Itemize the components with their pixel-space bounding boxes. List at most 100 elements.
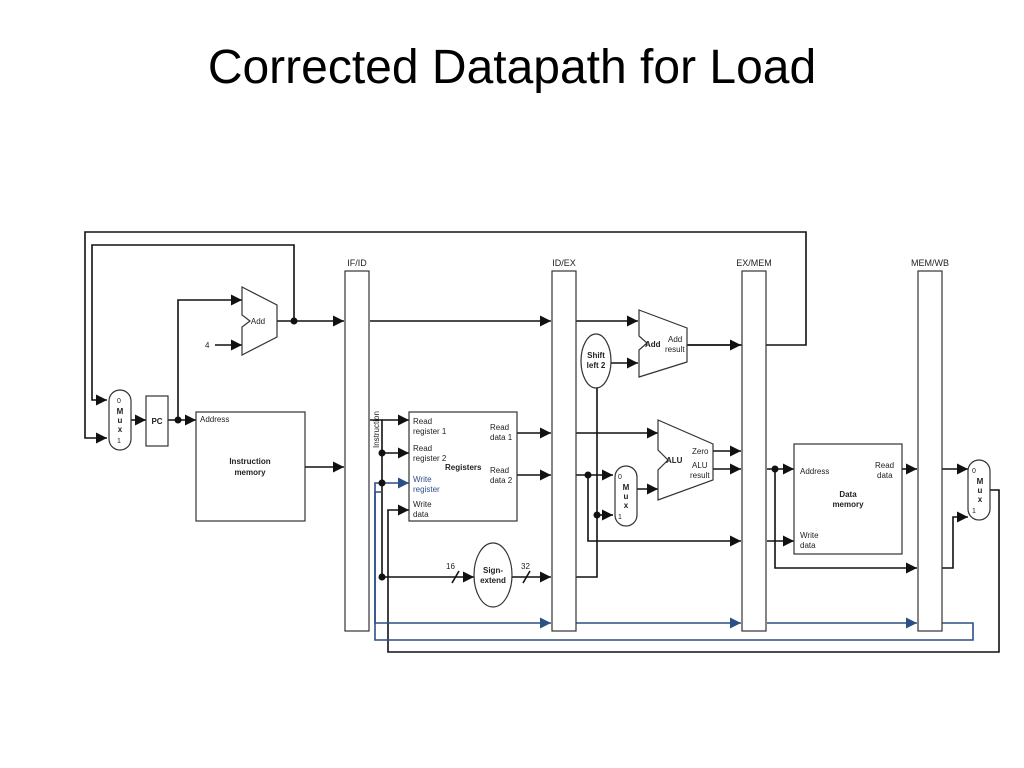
slide-title: Corrected Datapath for Load [207,41,817,94]
data-memory-write-data-label: data [800,541,816,550]
instruction-memory-address-label: Address [200,415,229,424]
data-memory-address-label: Address [800,467,829,476]
junction-dot [378,479,386,487]
mux-input-0-label: 0 [117,398,121,405]
junction-dot [378,573,386,581]
alu-result-label: result [690,471,710,480]
instruction-memory-title: Instruction [229,457,270,466]
pipeline-register-label: MEM/WB [911,258,949,268]
alu-label: ALU [666,456,683,465]
junction-dot [174,416,182,424]
shift-left-shape [580,333,612,389]
write-data-label: Write [413,500,432,509]
write-register-label: register [413,485,440,494]
junction-dot [593,511,601,519]
read-register-2-label: register 2 [413,454,447,463]
instruction-memory: Address Instruction memory [195,411,306,522]
write-data-label: data [413,510,429,519]
program-counter: PC [145,395,169,447]
instruction-bus-label: Instruction [372,411,381,448]
if-adder-shape [241,286,278,356]
output-width-label: 32 [521,562,530,571]
sign-extend-shape [473,542,513,608]
pc-box [145,395,169,447]
pipeline-register-ifid [344,270,370,632]
input-width-label: 16 [446,562,455,571]
pipeline-register-idex [551,270,577,632]
pipeline-registers: IF/ID ID/EX EX/MEM MEM/WB [344,258,949,632]
pc-label: PC [151,417,162,426]
pipeline-register-exmem [741,270,767,632]
mux-letter: u [118,416,123,425]
data-memory-title: memory [832,500,864,509]
read-data-1-label: Read [490,423,509,432]
junction-dot [584,471,592,479]
wire-branch-target-feedback [84,231,807,444]
mux-letter: x [624,501,629,510]
junction-dot [378,449,386,457]
instruction-memory-title: memory [234,468,266,477]
wire-writeback-data [387,489,1000,653]
data-memory-box [793,443,903,555]
pc-mux: 0 M u x 1 [108,389,132,451]
mux-letter: u [624,492,629,501]
pc-mux-shape [108,389,132,451]
read-data-2-label: data 2 [490,476,513,485]
shift-left-label: left 2 [587,361,606,370]
alu-src-mux: 0 M u x 1 [614,465,638,527]
bus-width-slash [451,570,460,584]
instruction-memory-box [195,411,306,522]
mux-letter: M [977,477,984,486]
pipeline-register-label: ID/EX [552,258,576,268]
mux-letter: M [117,407,124,416]
register-file-box [408,411,518,522]
junction-dots [174,317,779,581]
wire-idex-rd2 [576,474,741,547]
mux-input-0-label: 0 [972,468,976,475]
wire-exmem-alu-bypass [774,469,917,574]
data-memory-read-data-label: data [877,471,893,480]
read-register-1-label: Read [413,417,432,426]
wire-pc-plus4-feedback [91,244,295,406]
alu-mux-shape [614,465,638,527]
mux-letter: x [978,495,983,504]
wire-memwb-alu-to-mux [942,511,968,569]
branch-adder-shape [638,309,688,378]
alu-shape [657,419,714,501]
mux-letter: u [978,486,983,495]
branch-adder-result-label: result [665,345,685,354]
data-memory-write-data-label: Write [800,531,819,540]
data-memory: Address Read data Data memory Write data [793,443,903,555]
pipeline-register-memwb [917,270,943,632]
sign-extend-unit: Sign- extend 16 32 [446,542,531,608]
pipeline-register-label: EX/MEM [736,258,772,268]
read-data-2-label: Read [490,466,509,475]
read-register-1-label: register 1 [413,427,447,436]
shift-left-label: Shift [587,351,605,360]
datapath-wires [84,231,1000,653]
branch-adder: Add Add result [638,309,688,378]
mux-input-1-label: 1 [117,438,121,445]
junction-dot [771,465,779,473]
branch-adder-result-label: Add [668,335,682,344]
registers-title: Registers [445,463,482,472]
junction-dot [290,317,298,325]
register-file: Read register 1 Read register 2 Write re… [408,411,518,522]
writeback-mux: 0 M u x 1 [967,459,991,521]
if-adder: Add 4 [205,286,278,356]
alu-result-label: ALU [692,461,708,470]
alu-zero-label: Zero [692,447,709,456]
pipeline-register-label: IF/ID [347,258,367,268]
mux-letter: M [623,483,630,492]
mux-input-0-label: 0 [618,474,622,481]
read-register-2-label: Read [413,444,432,453]
alu: ALU Zero ALU result [657,419,714,501]
write-register-label: Write [413,475,432,484]
sign-extend-label: Sign- [483,566,503,575]
branch-adder-label: Add [645,340,661,349]
if-adder-label: Add [251,317,265,326]
writeback-mux-shape [967,459,991,521]
wire-pc-to-adder [177,294,242,420]
mux-letter: x [118,425,123,434]
